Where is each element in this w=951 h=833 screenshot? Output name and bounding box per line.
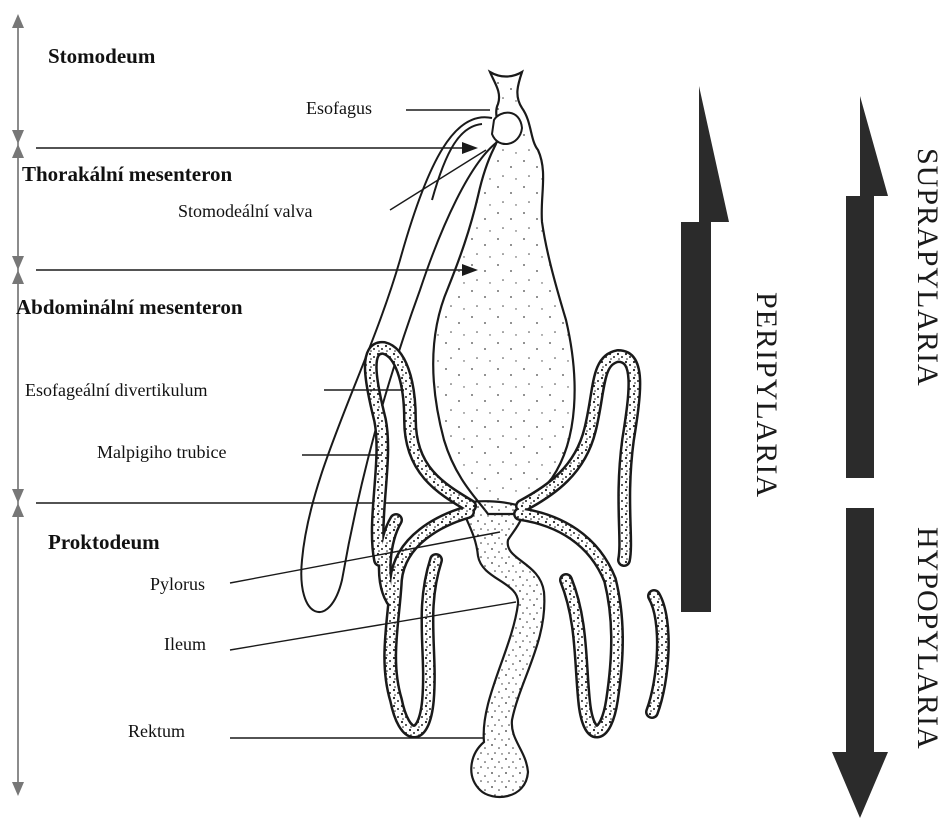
- label-hypopylaria: HYPOPYLARIA: [912, 527, 942, 750]
- label-ileum: Ileum: [164, 635, 206, 653]
- label-rektum: Rektum: [128, 722, 185, 740]
- peripylaria-arrow: [681, 86, 729, 612]
- label-esofagus: Esofagus: [306, 99, 372, 117]
- scale-bar: [12, 14, 24, 796]
- hypopylaria-arrow: [832, 508, 888, 818]
- label-suprapylaria: SUPRAPYLARIA: [912, 148, 942, 387]
- suprapylaria-arrow: [846, 96, 888, 478]
- section-stomodeum: Stomodeum: [48, 46, 155, 67]
- section-proctodeum: Proktodeum: [48, 532, 160, 553]
- section-thoracic-mesenteron: Thorakální mesenteron: [22, 164, 232, 185]
- label-pylorus: Pylorus: [150, 575, 205, 593]
- hindgut-shape: [460, 501, 544, 797]
- label-esofagealni-divertikulum: Esofageální divertikulum: [25, 381, 207, 399]
- region-arrows: [681, 86, 888, 818]
- label-stomodealni-valva: Stomodeální valva: [178, 202, 312, 220]
- label-peripylaria: PERIPYLARIA: [751, 292, 781, 498]
- section-abdominal-mesenteron: Abdominální mesenteron: [16, 297, 243, 318]
- label-malpigiho-trubice: Malpigiho trubice: [97, 443, 226, 461]
